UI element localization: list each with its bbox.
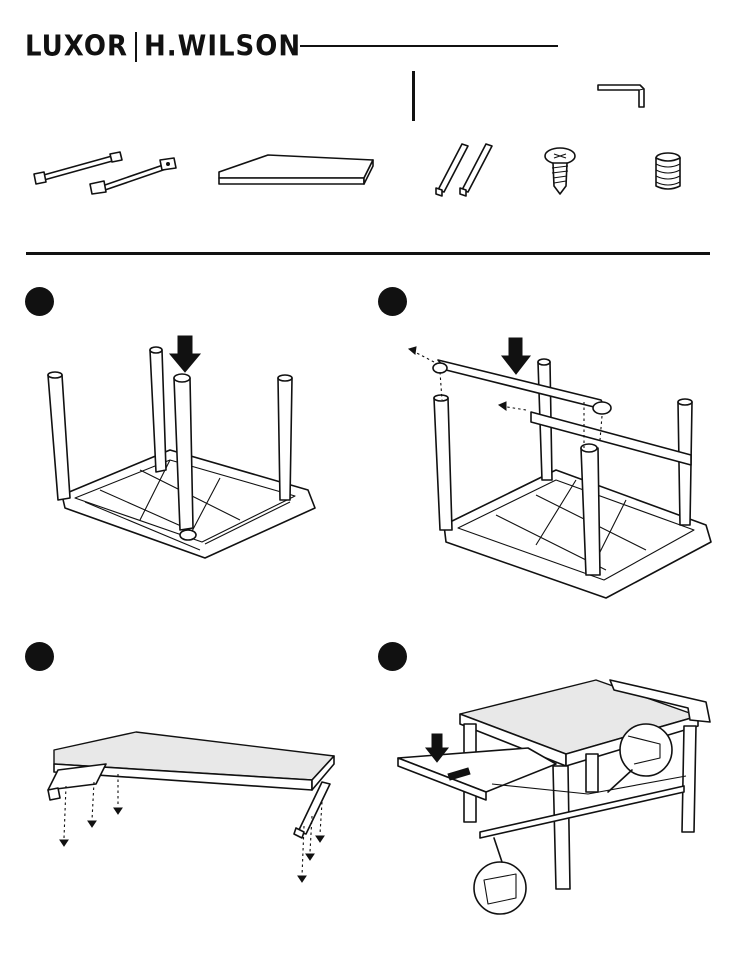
step-4-dot — [378, 642, 407, 671]
brand-name-left: LUXOR — [25, 31, 128, 63]
brand-separator — [135, 32, 137, 62]
step-4-illustration — [388, 674, 716, 924]
step-2-dot — [378, 287, 407, 316]
title-underline — [300, 45, 558, 47]
step-3-illustration — [40, 728, 340, 888]
parts-separator — [412, 71, 415, 121]
crossbars-part — [30, 148, 180, 198]
tabletop-part — [216, 152, 376, 192]
step-2-illustration — [406, 330, 718, 610]
screw-icon — [542, 146, 578, 196]
brand-logo: LUXOR H.WILSON — [25, 30, 301, 64]
step-3-dot — [25, 642, 54, 671]
brand-name-right: H.WILSON — [144, 31, 301, 63]
step-1-dot — [25, 287, 54, 316]
step-1-illustration — [40, 330, 330, 570]
hex-key-icon — [596, 80, 648, 110]
rails-part — [434, 140, 504, 202]
section-divider — [26, 252, 710, 255]
threaded-insert-icon — [652, 152, 684, 194]
